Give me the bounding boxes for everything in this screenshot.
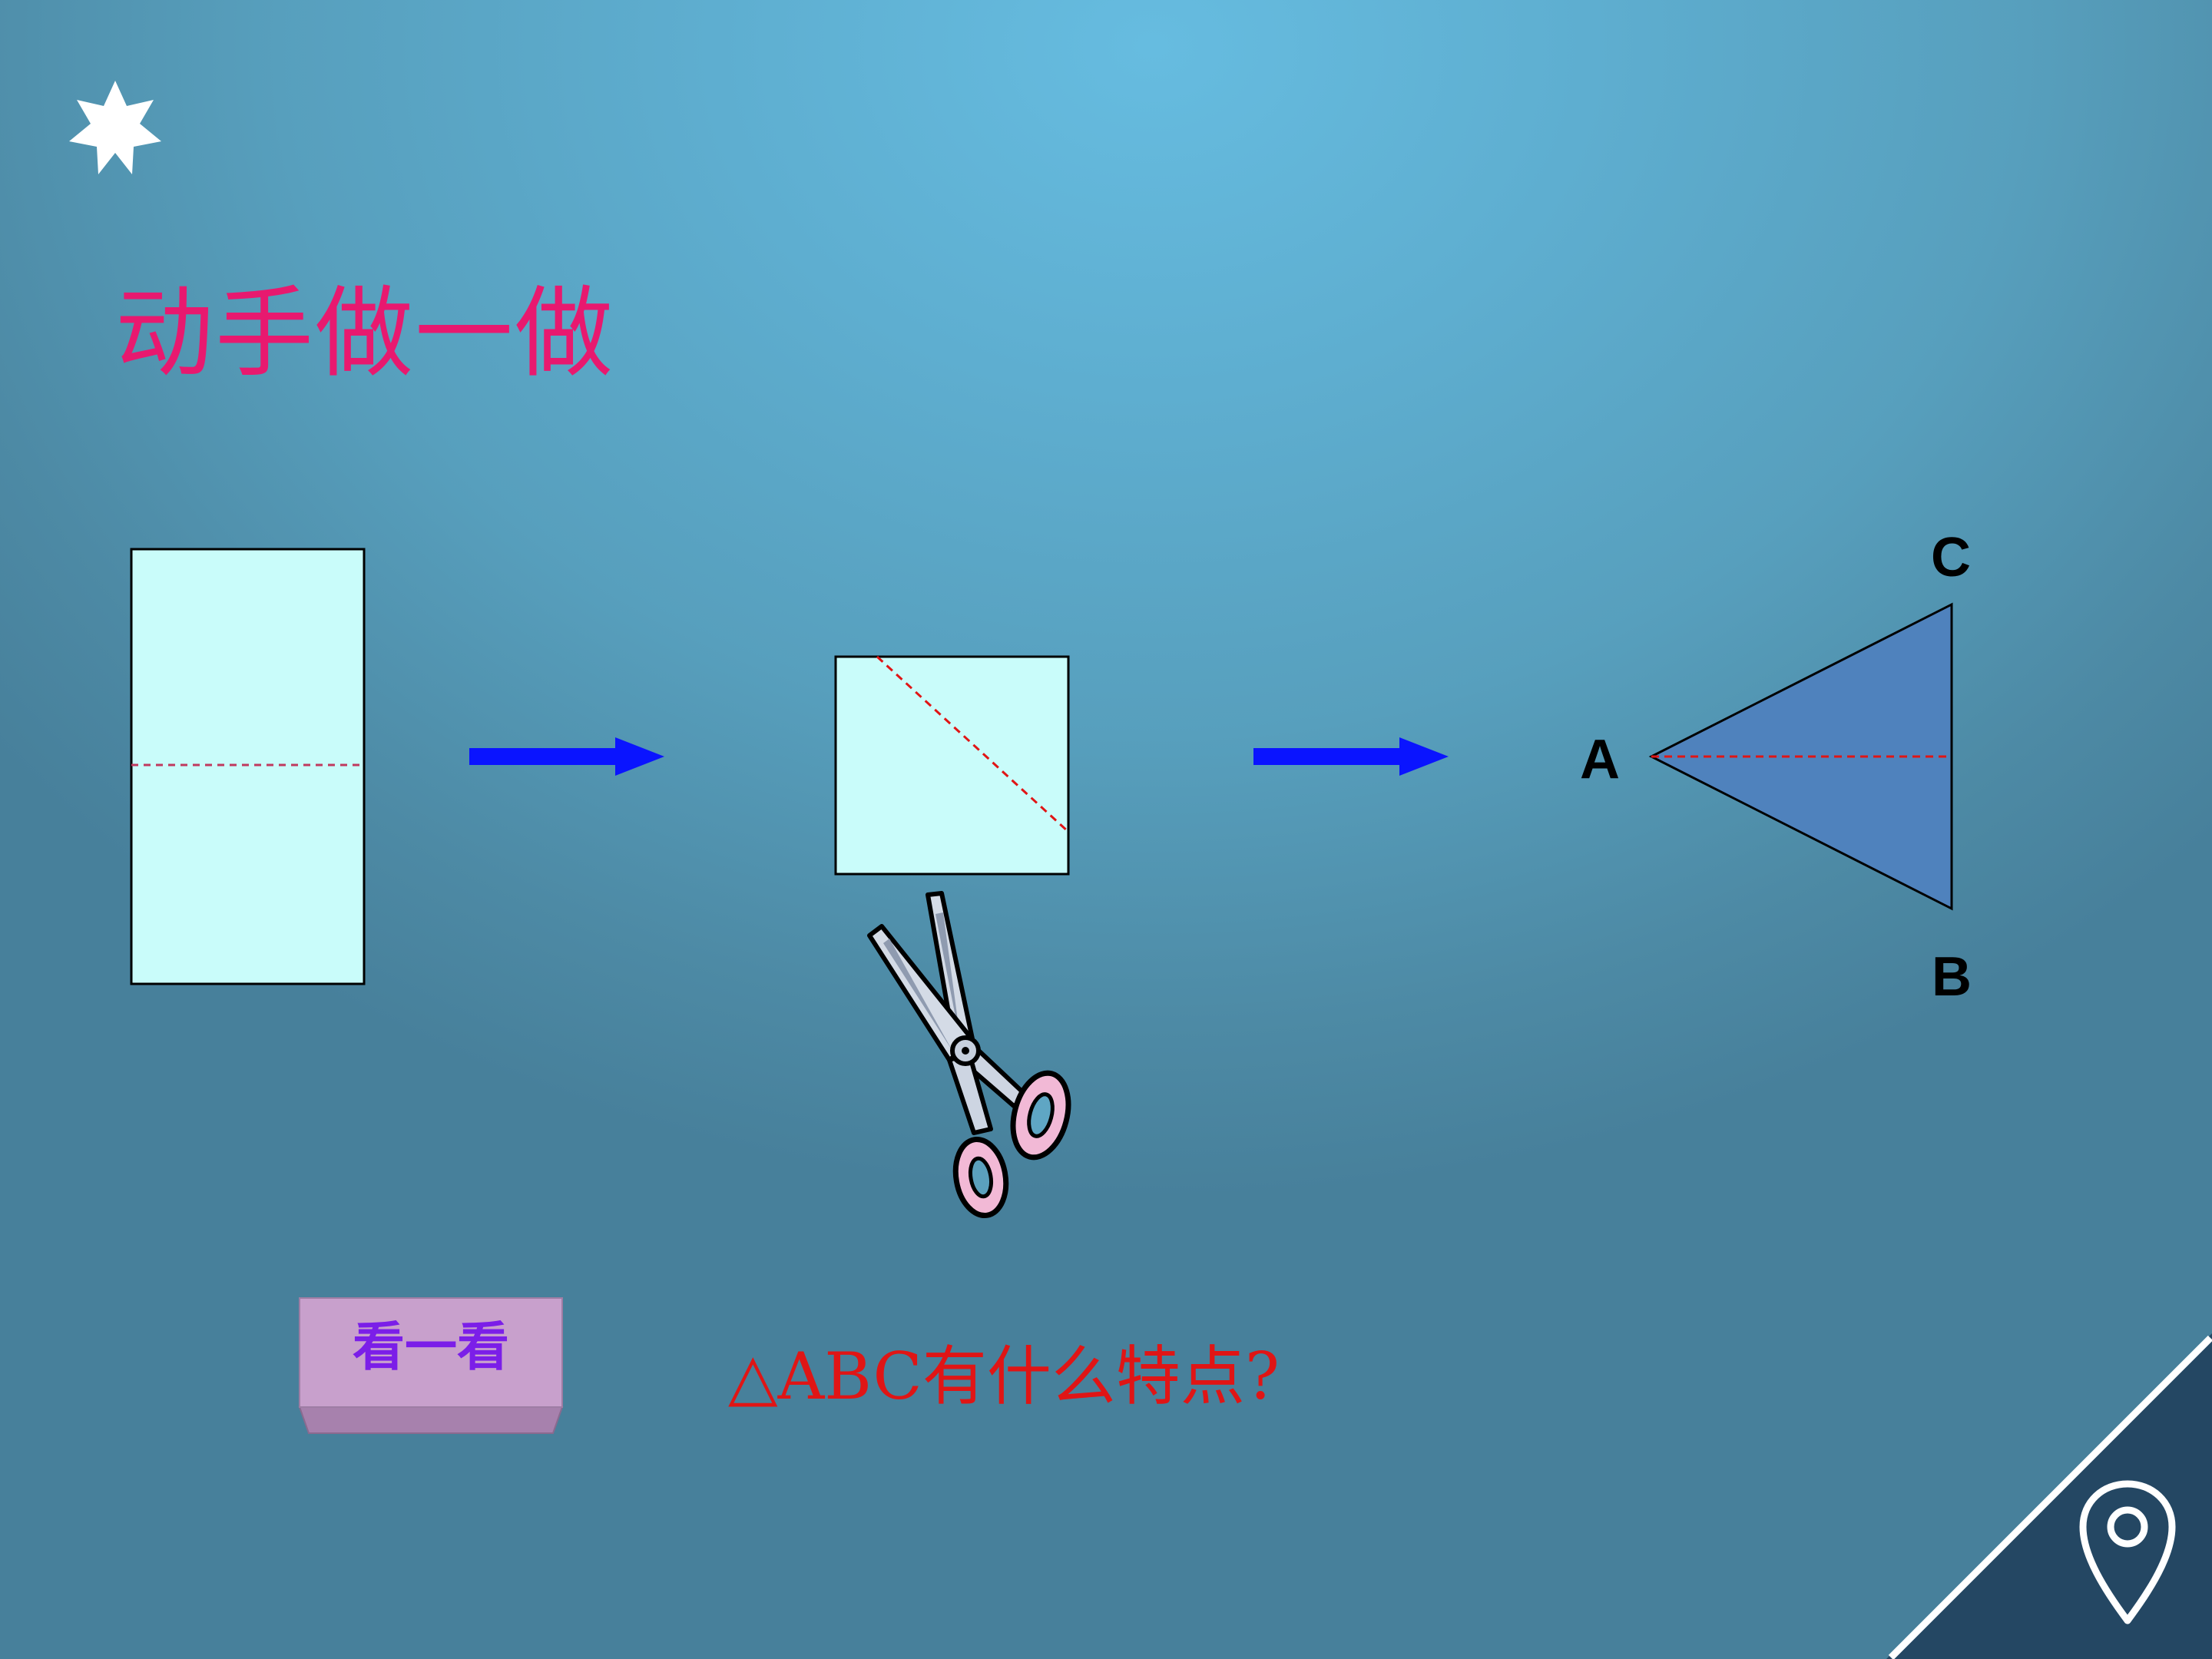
arrow-right-icon: [469, 737, 664, 776]
vertex-label-a: A: [1580, 729, 1620, 790]
look-button-face: [298, 1297, 564, 1434]
triangle-abc: [1648, 602, 1953, 911]
nav-corner[interactable]: [1874, 1321, 2212, 1659]
question-text: △ABC有什么特点?: [728, 1339, 1280, 1414]
page-title: 动手做一做: [115, 276, 615, 391]
vertex-label-b: B: [1932, 946, 1972, 1008]
look-button-label: 看一看: [352, 1317, 509, 1378]
map-pin-icon: [2079, 1480, 2176, 1624]
look-button[interactable]: 看一看: [296, 1295, 565, 1435]
scissors-icon: [867, 891, 1071, 1219]
vertex-label-c: C: [1931, 527, 1971, 588]
rectangle-paper: [130, 548, 366, 985]
square-paper: [834, 655, 1070, 876]
star-icon: [69, 81, 161, 174]
arrow-right-icon: [1253, 737, 1449, 776]
